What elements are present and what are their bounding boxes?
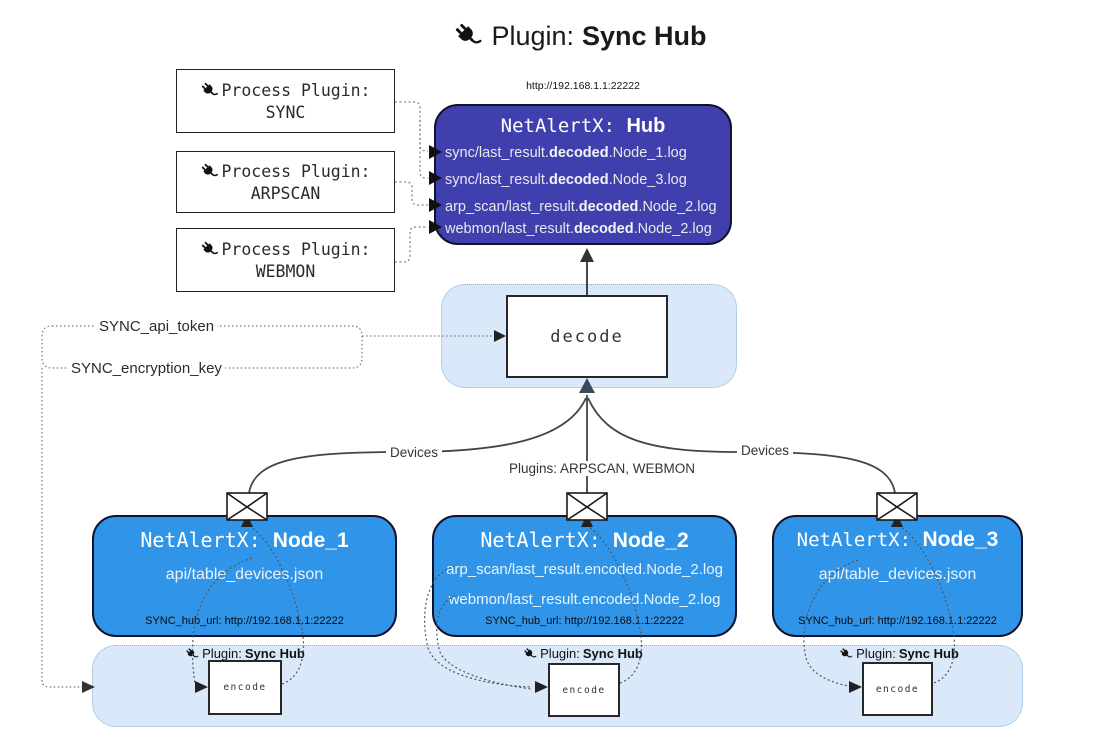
hub-title-prefix: NetAlertX: — [500, 115, 616, 137]
plug-icon — [200, 81, 219, 100]
process-plugin-name: WEBMON — [255, 261, 316, 281]
node-file: arp_scan/last_result.encoded.Node_2.log — [446, 561, 723, 578]
node-title-prefix: NetAlertX: — [796, 529, 912, 551]
band-plugin-prefix: Plugin: — [202, 646, 242, 661]
node-file: api/table_devices.json — [818, 566, 977, 583]
process-plugin-label: Process Plugin: — [221, 80, 371, 100]
encode-label: encode — [875, 683, 920, 695]
band-plugin-label: Plugin: Sync Hub — [823, 646, 975, 661]
hub-log-line: sync/last_result.decoded.Node_1.log — [445, 145, 687, 161]
encode-box: encode — [208, 660, 282, 715]
node-box-node2: NetAlertX: Node_2 arp_scan/last_result.e… — [432, 515, 737, 637]
node-title-name: Node_1 — [272, 529, 349, 552]
band-plugin-name: Sync Hub — [898, 646, 959, 661]
node-hub-url: SYNC_hub_url: http://192.168.1.1:22222 — [485, 615, 684, 627]
process-plugin-box-webmon: Process Plugin: WEBMON — [176, 228, 395, 292]
node-box-node1: NetAlertX: Node_1 api/table_devices.json… — [92, 515, 397, 637]
process-plugin-name: ARPSCAN — [250, 183, 321, 203]
encode-label: encode — [562, 684, 606, 696]
plug-icon — [200, 240, 219, 259]
encode-box: encode — [548, 663, 620, 717]
plug-icon — [523, 647, 537, 661]
plug-icon — [453, 21, 483, 51]
node-title-prefix: NetAlertX: — [480, 528, 601, 552]
hub-log-line: arp_scan/last_result.decoded.Node_2.log — [445, 199, 717, 215]
hub-log-line: webmon/last_result.decoded.Node_2.log — [445, 221, 712, 237]
node-title-prefix: NetAlertX: — [140, 528, 261, 552]
process-plugin-label: Process Plugin: — [221, 239, 371, 259]
hub-title-name: Hub — [626, 115, 666, 137]
node-hub-url: SYNC_hub_url: http://192.168.1.1:22222 — [798, 615, 997, 627]
node-box-node3: NetAlertX: Node_3 api/table_devices.json… — [772, 515, 1023, 637]
decode-box: decode — [506, 295, 668, 378]
hub-box: NetAlertX: Hub sync/last_result.decoded.… — [434, 104, 732, 245]
page-title-prefix: Plugin: — [491, 20, 575, 51]
band-plugin-name: Sync Hub — [582, 646, 643, 661]
process-plugin-label: Process Plugin: — [221, 161, 371, 181]
plug-icon — [839, 647, 853, 661]
encode-box: encode — [862, 662, 933, 716]
hub-title: NetAlertX: Hub — [436, 115, 730, 138]
process-plugin-box-sync: Process Plugin: SYNC — [176, 69, 395, 133]
band-plugin-prefix: Plugin: — [856, 646, 896, 661]
node-file: api/table_devices.json — [165, 566, 324, 583]
node-title-name: Node_2 — [612, 529, 689, 552]
node-file: webmon/last_result.encoded.Node_2.log — [448, 591, 721, 608]
encode-label: encode — [223, 682, 267, 693]
plug-icon — [200, 162, 219, 181]
node-hub-url: SYNC_hub_url: http://192.168.1.1:22222 — [145, 615, 344, 627]
decode-label: decode — [550, 326, 624, 347]
plug-icon — [185, 647, 199, 661]
process-plugin-name: SYNC — [265, 102, 306, 122]
hub-log-line: sync/last_result.decoded.Node_3.log — [445, 172, 687, 188]
page-title: Plugin: Sync Hub — [340, 14, 820, 58]
band-plugin-label: Plugin: Sync Hub — [170, 646, 320, 661]
node-title-name: Node_3 — [922, 528, 999, 551]
band-plugin-label: Plugin: Sync Hub — [508, 646, 658, 661]
band-plugin-name: Sync Hub — [244, 646, 305, 661]
page-title-name: Sync Hub — [582, 20, 707, 51]
hub-url-label: http://192.168.1.1:22222 — [526, 80, 640, 92]
band-plugin-prefix: Plugin: — [540, 646, 580, 661]
process-plugin-box-arpscan: Process Plugin: ARPSCAN — [176, 151, 395, 213]
